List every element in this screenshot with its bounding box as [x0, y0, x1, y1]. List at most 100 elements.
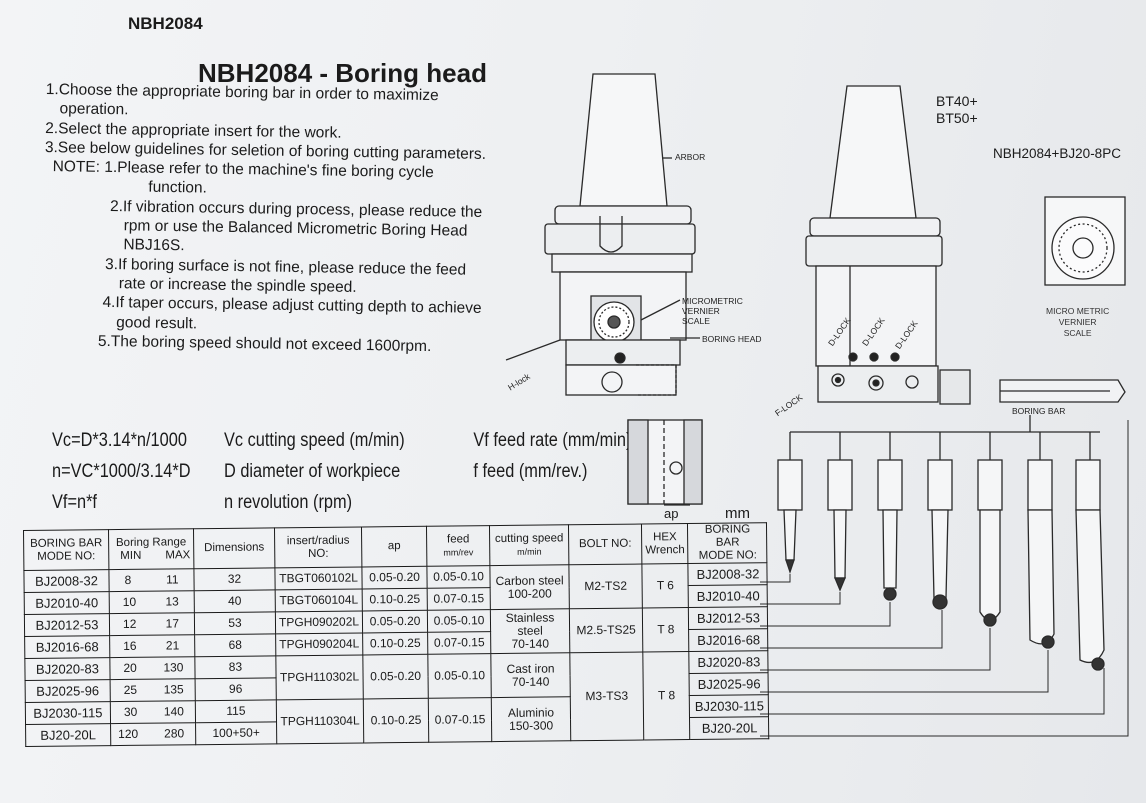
- formula-row: n=VC*1000/3.14*D D diameter of workpiece…: [52, 456, 631, 487]
- cell-dim: 53: [194, 611, 276, 635]
- header-cell: ap: [361, 526, 427, 567]
- header-text: Boring Range: [115, 535, 187, 549]
- cell-model: BJ2020-83: [24, 657, 111, 681]
- cell-max: 130: [163, 660, 184, 675]
- cell-dim: 32: [193, 567, 276, 591]
- cell-insert: TPGH110304L: [276, 698, 364, 744]
- cell-model-2: BJ2008-32: [688, 562, 768, 586]
- cell-range: 10 13: [109, 590, 195, 614]
- header-text: HEX: [652, 530, 677, 543]
- label-micro-metric-vernier-scale: MICRO METRIC VERNIER SCALE: [1046, 306, 1110, 338]
- cell-model: BJ2030-115: [25, 701, 111, 725]
- cell-hex: T 6: [641, 563, 689, 609]
- header-text: BORING BAR: [704, 523, 751, 549]
- cell-model-2: BJ2012-53: [688, 606, 769, 630]
- cell-ap: 0.10-0.25: [363, 698, 429, 743]
- cell-insert: TPGH110302L: [275, 654, 364, 700]
- label-ap: ap: [664, 506, 679, 521]
- cell-range: 25 135: [110, 678, 196, 702]
- header-text: MODE NO:: [37, 549, 96, 563]
- formula-row: Vf=n*f n revolution (rpm): [52, 487, 631, 518]
- formula-definition: f feed (mm/rev.): [473, 461, 588, 482]
- label-model: NBH2084+BJ20-8PC: [993, 146, 1121, 161]
- cell-model: BJ2010-40: [24, 591, 110, 615]
- cell-feed: 0.05-0.10: [426, 565, 491, 589]
- cell-bolt: M2-TS2: [568, 564, 643, 609]
- cell-feed: 0.07-0.15: [427, 587, 491, 611]
- vernier-dial: [1044, 196, 1126, 286]
- cell-max: 13: [165, 594, 179, 609]
- cell-dim: 83: [194, 655, 277, 679]
- cell-model: BJ2025-96: [25, 679, 111, 703]
- cell-feed: 0.07-0.15: [427, 631, 491, 655]
- cell-feed: 0.05-0.10: [427, 609, 491, 633]
- cell-model: BJ20-20L: [25, 723, 111, 747]
- formula: n=VC*1000/3.14*D: [52, 461, 191, 482]
- left-boring-head: [505, 73, 700, 396]
- cell-model-2: BJ2030-115: [689, 694, 769, 718]
- bore-section: [627, 419, 703, 506]
- cell-min: 16: [123, 638, 137, 653]
- cell-model: BJ2016-68: [24, 635, 110, 659]
- header-text: ap: [387, 540, 401, 553]
- boring-bar-tree: [789, 415, 1100, 460]
- cell-ap: 0.10-0.25: [362, 588, 428, 611]
- header-text: Dimensions: [204, 541, 265, 555]
- cell-bolt: M2.5-TS25: [569, 608, 643, 653]
- cell-min: 120: [118, 726, 139, 742]
- label-scale: SCALE: [682, 316, 710, 326]
- right-boring-head: [805, 85, 1126, 405]
- page-title: NBH2084 - Boring head: [198, 58, 487, 88]
- header-text: MODE NO:: [698, 549, 757, 562]
- header-text: NO:: [307, 547, 329, 560]
- formula-definition: Vc cutting speed (m/min): [224, 430, 405, 451]
- cell-max: 21: [165, 638, 180, 653]
- cell-min: 25: [123, 682, 138, 697]
- cell-max: 135: [163, 682, 184, 697]
- cell-bolt: M3-TS3: [569, 652, 644, 741]
- header-text: BORING BAR: [29, 536, 103, 550]
- cell-speed: Aluminio 150-300: [491, 696, 571, 742]
- formula-definition: n revolution (rpm): [224, 492, 353, 513]
- cell-max: 11: [165, 572, 179, 587]
- cell-model: BJ2012-53: [24, 613, 110, 637]
- cell-dim: 96: [195, 677, 277, 701]
- header-text: feed: [446, 532, 470, 546]
- cell-ap: 0.05-0.20: [361, 566, 428, 589]
- cell-model-2: BJ2020-83: [689, 650, 769, 674]
- cell-dim: 68: [194, 633, 276, 657]
- product-code: NBH2084: [128, 14, 203, 33]
- formula-block: Vc=D*3.14*n/1000 Vc cutting speed (m/min…: [52, 425, 631, 518]
- cell-min: 30: [123, 704, 138, 719]
- cell-dim: 115: [195, 699, 277, 723]
- header-text: insert/radius: [286, 534, 350, 547]
- label-vernier: VERNIER: [682, 306, 720, 316]
- cell-min: 10: [122, 594, 137, 609]
- cell-speed: Carbon steel 100-200: [489, 564, 570, 610]
- cell-model: BJ2008-32: [23, 569, 110, 593]
- cell-max: 17: [165, 616, 180, 631]
- header-text: Wrench: [645, 543, 685, 556]
- header-text: cutting speed: [494, 531, 564, 545]
- cell-hex: T 8: [642, 651, 691, 741]
- cell-min: 8: [124, 572, 132, 587]
- cell-hex: T 8: [642, 607, 690, 653]
- cell-model-2: BJ2010-40: [688, 584, 768, 608]
- cell-insert: TBGT060104L: [275, 588, 363, 612]
- label-boring-head: BORING HEAD: [702, 334, 762, 344]
- cell-dim: 40: [194, 589, 276, 613]
- label-arbor: ARBOR: [675, 152, 706, 162]
- formula-row: Vc=D*3.14*n/1000 Vc cutting speed (m/min…: [52, 425, 631, 456]
- cell-feed: 0.07-0.15: [428, 697, 492, 743]
